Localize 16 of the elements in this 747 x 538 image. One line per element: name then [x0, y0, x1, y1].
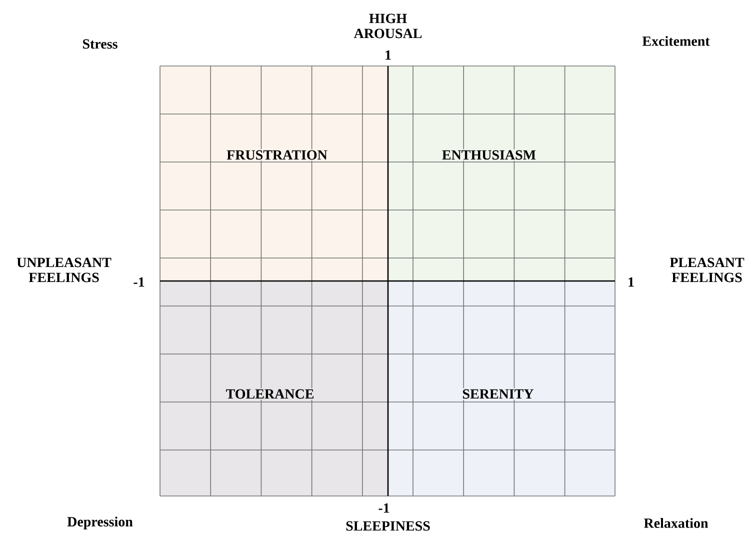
axis-label: SLEEPINESS [346, 521, 430, 531]
axis-label: -1 [378, 503, 390, 513]
quadrant: SERENITY [388, 280, 616, 496]
axis-label: HIGH AROUSAL [354, 14, 422, 38]
quadrant: FRUSTRATION [160, 66, 388, 282]
quadrant: TOLERANCE [160, 280, 388, 496]
axis-label: PLEASANT FEELINGS [670, 258, 744, 282]
axis-label: 1 [628, 277, 634, 287]
axis-label: 1 [386, 50, 391, 60]
quadrant: ENTHUSIASM [388, 66, 616, 282]
axis-label: UNPLEASANT FEELINGS [16, 258, 112, 282]
axis-label: -1 [134, 277, 144, 287]
axis-label: Relaxation [644, 518, 708, 528]
axis-label: Stress [83, 39, 118, 49]
axis-label: Excitement [642, 36, 710, 46]
axis-label: Depression [67, 516, 133, 530]
